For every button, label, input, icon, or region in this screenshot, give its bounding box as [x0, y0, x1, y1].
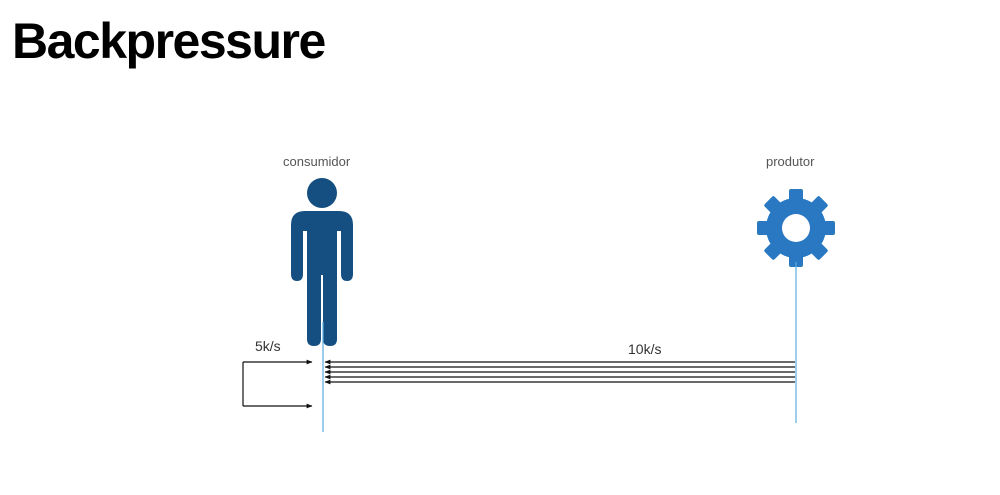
person-icon — [291, 178, 353, 346]
consumer-processing-loop — [242, 359, 313, 409]
gear-icon — [757, 189, 835, 267]
consumer-label: consumidor — [283, 154, 351, 169]
producer-label: produtor — [766, 154, 815, 169]
producer-rate-label: 10k/s — [628, 341, 662, 357]
consumer-rate-label: 5k/s — [255, 338, 281, 354]
producer-message-arrows — [324, 359, 795, 385]
page-title: Backpressure — [12, 13, 326, 69]
